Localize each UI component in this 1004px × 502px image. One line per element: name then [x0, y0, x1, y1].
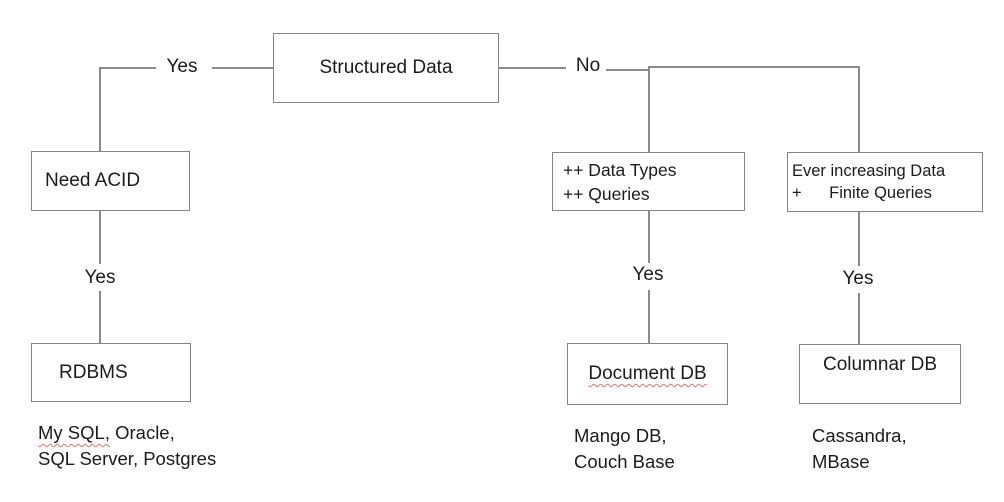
- node-document-db: Document DB: [567, 343, 728, 405]
- branch-label-yes-acid: Yes: [84, 267, 116, 288]
- connector-yes-to-document-db: [648, 290, 650, 344]
- connector-no-to-junction: [606, 69, 649, 71]
- node-rdbms: RDBMS: [31, 343, 191, 402]
- connector-down-to-data-types: [648, 66, 650, 153]
- node-data-types-line1: ++ Data Types: [563, 159, 677, 180]
- examples-rdbms-misspelled: My SQL,: [38, 422, 110, 443]
- examples-document-db-line2: Couch Base: [574, 451, 675, 472]
- examples-rdbms-line1: My SQL, Oracle,: [38, 420, 216, 446]
- examples-columnar-db-line2: MBase: [812, 451, 870, 472]
- connector-root-to-no: [499, 67, 566, 69]
- connector-need-acid-to-yes: [99, 211, 101, 264]
- examples-rdbms-line1-rest: Oracle,: [109, 422, 175, 443]
- examples-rdbms-line2: SQL Server, Postgres: [38, 448, 217, 469]
- connector-yes-to-rdbms: [99, 291, 101, 344]
- node-ever-increasing: Ever increasing Data + Finite Queries: [787, 152, 983, 212]
- examples-rdbms: My SQL, Oracle, SQL Server, Postgres: [38, 420, 216, 472]
- node-rdbms-label: RDBMS: [59, 361, 128, 383]
- branch-label-yes-col: Yes: [842, 268, 874, 289]
- node-ever-increasing-line1: Ever increasing Data: [792, 162, 946, 180]
- connector-data-types-to-yes: [648, 211, 650, 263]
- connector-down-to-ever-increasing: [858, 66, 860, 153]
- node-need-acid-label: Need ACID: [45, 170, 141, 191]
- examples-columnar-db-line1: Cassandra,: [812, 425, 907, 446]
- branch-label-no-top: No: [575, 55, 601, 76]
- node-structured-data: Structured Data: [273, 33, 499, 103]
- connector-no-branch-span: [648, 66, 859, 68]
- connector-yes-to-columnar-db: [858, 293, 860, 345]
- node-ever-increasing-line2: + Finite Queries: [792, 184, 932, 202]
- node-need-acid: Need ACID: [31, 151, 190, 211]
- connector-junction-to-yes-top: [99, 67, 156, 69]
- node-data-types: ++ Data Types ++ Queries: [552, 152, 745, 211]
- examples-columnar-db: Cassandra, MBase: [812, 423, 907, 475]
- connector-ever-increasing-to-yes: [858, 212, 860, 266]
- node-columnar-db-label: Columnar DB: [822, 354, 938, 375]
- node-data-types-line2: ++ Queries: [563, 183, 650, 204]
- branch-label-yes-top: Yes: [166, 56, 198, 77]
- branch-label-yes-doc: Yes: [632, 264, 664, 285]
- node-structured-data-label: Structured Data: [319, 57, 453, 78]
- connector-yes-top-to-root: [212, 67, 273, 69]
- examples-document-db: Mango DB, Couch Base: [574, 423, 675, 475]
- node-columnar-db: Columnar DB: [799, 344, 961, 404]
- connector-down-to-need-acid: [99, 67, 101, 152]
- examples-document-db-line1: Mango DB,: [574, 425, 667, 446]
- node-document-db-label: Document DB: [588, 363, 707, 384]
